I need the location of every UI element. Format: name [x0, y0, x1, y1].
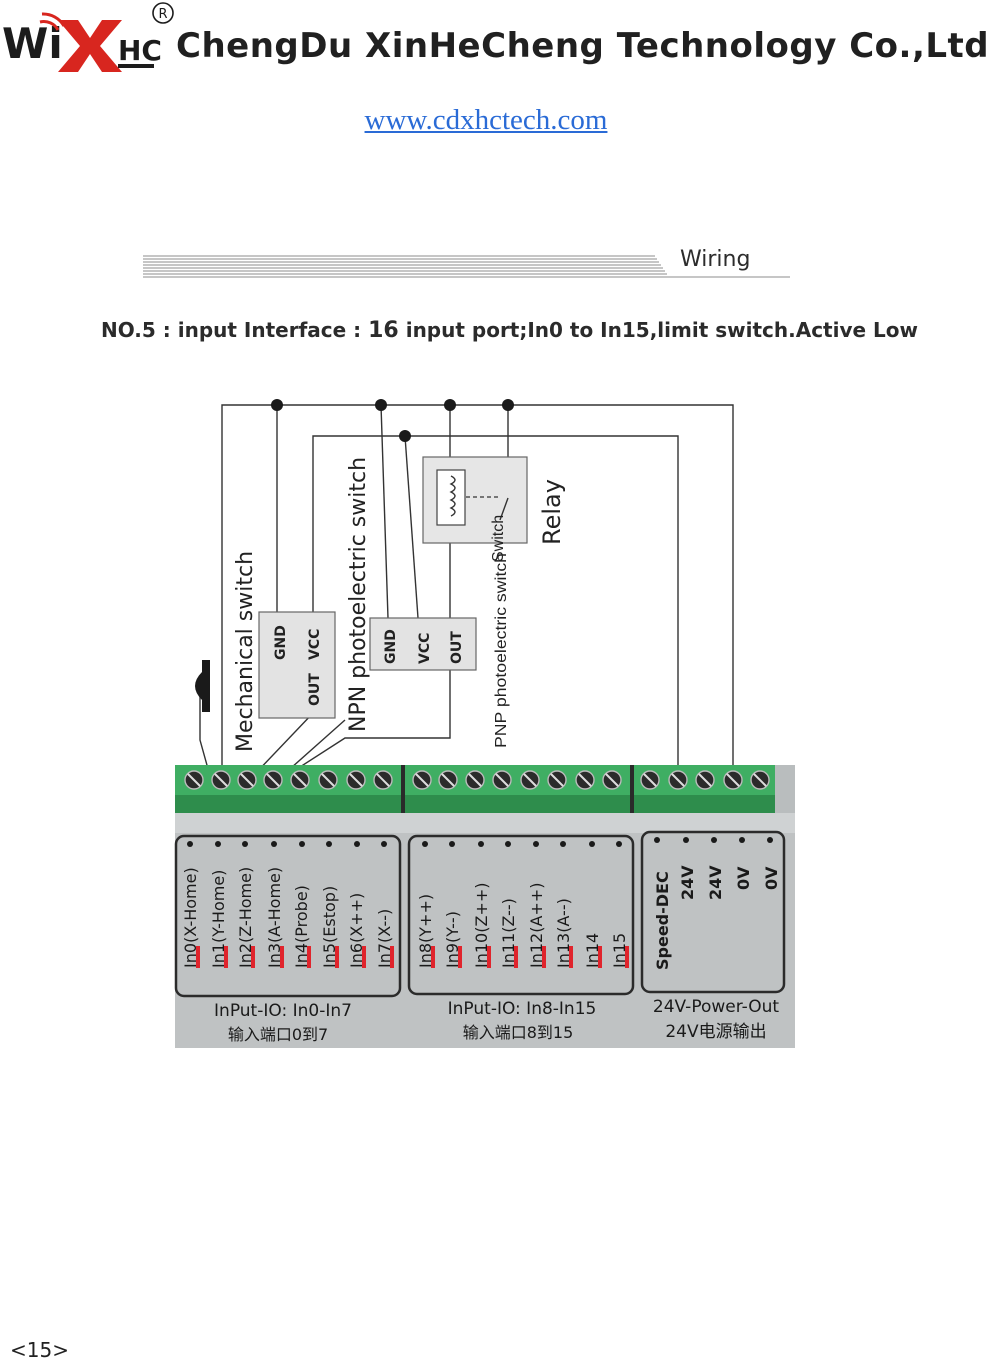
relay-coil-icon [436, 469, 466, 526]
port-label-0v-b: 0V [762, 866, 781, 890]
npn-sensor-box [258, 611, 336, 719]
group1-frame [174, 834, 402, 998]
port-label-24v-a: 24V [678, 865, 697, 900]
port-label-in7: In7(X--) [375, 909, 394, 968]
npn-pin-vcc: VCC [307, 629, 323, 660]
website-link-text[interactable]: www.cdxhctech.com [364, 104, 608, 136]
relay-contact-icon [499, 497, 509, 521]
group2-subtitle: 输入端口8到15 [463, 1023, 574, 1042]
port-label-in6: In6(X++) [347, 893, 366, 968]
port-red-markers [196, 946, 629, 968]
controller-housing [175, 813, 795, 1048]
port-label-in10: In10(Z++) [472, 883, 491, 968]
company-logo: Wi HC R [0, 0, 190, 80]
website-link[interactable]: www.cdxhctech.com [0, 104, 1000, 137]
port-label-in1: In1(Y-Home) [209, 870, 228, 968]
logo-x-mark [58, 20, 122, 72]
logo-text-wi: Wi [2, 19, 63, 68]
port-label-in5: In5(Estop) [320, 886, 339, 968]
port-label-in4: In4(Probe) [292, 885, 311, 968]
group1-subtitle: 输入端口0到7 [228, 1025, 328, 1044]
junction-dots [271, 399, 514, 442]
relay-switch-label: Switch [490, 515, 507, 562]
port-label-0v-a: 0V [734, 866, 753, 890]
group3-subtitle: 24V电源输出 [665, 1022, 766, 1042]
pnp-pin-vcc: VCC [417, 633, 433, 664]
port-dots [187, 837, 773, 847]
page-number: <15> [10, 1338, 69, 1362]
group2-frame [407, 834, 635, 996]
port-label-in2: In2(Z-Home) [236, 867, 255, 968]
section-title: Wiring [680, 247, 751, 272]
company-name: ChengDu XinHeCheng Technology Co.,Ltd [176, 26, 990, 66]
pnp-pin-gnd: GND [383, 629, 399, 664]
pnp-pin-out: OUT [449, 631, 465, 664]
group1-title: InPut-IO: In0-In7 [214, 1001, 352, 1021]
port-label-in9: In9(Y--) [443, 911, 462, 968]
registered-icon [152, 2, 174, 24]
group3-frame [640, 830, 786, 994]
heading-prefix: NO.5 : [101, 318, 171, 342]
port-label-in13: In13(A--) [554, 898, 573, 968]
port-label-in0: In0(X-Home) [181, 867, 200, 968]
port-label-in8: In8(Y++) [416, 894, 435, 968]
npn-switch-label: NPN photoelectric switch [346, 457, 371, 732]
npn-pin-gnd: GND [273, 625, 289, 660]
pnp-switch-label: PNP photoelectric switch [493, 553, 510, 748]
logo-text-hc: HC [118, 34, 162, 67]
npn-pin-out: OUT [307, 673, 323, 706]
port-label-in3: In3(A-Home) [265, 867, 284, 968]
heading-port-count: 16 [368, 318, 399, 343]
port-label-in14: In14 [583, 933, 602, 968]
heading-text-a: input Interface : [170, 318, 369, 342]
port-label-in12: In12(A++) [527, 883, 546, 968]
heading-text-b: input port;In0 to In15,limit switch.Acti… [398, 318, 918, 342]
mechanical-switch-icon [195, 660, 210, 712]
wiring-diagram: Mechanical switch GND VCC OUT NPN photoe… [0, 380, 1000, 1080]
pnp-sensor-box [369, 617, 477, 671]
section-divider [0, 240, 1000, 290]
group2-title: InPut-IO: In8-In15 [448, 999, 597, 1019]
mechanical-switch-label: Mechanical switch [233, 551, 258, 752]
svg-text:R: R [158, 7, 167, 22]
port-label-24v-b: 24V [706, 865, 725, 900]
wires [199, 404, 734, 777]
port-label-speed-dec: Speed-DEC [653, 871, 672, 970]
input-interface-heading: NO.5 : input Interface : 16 input port;I… [101, 318, 918, 343]
relay-label: Relay [538, 479, 566, 545]
port-label-in11: In11(Z--) [499, 898, 518, 968]
screw-slots [187, 773, 767, 787]
group3-title: 24V-Power-Out [653, 997, 779, 1017]
port-label-in15: In15 [610, 933, 629, 968]
